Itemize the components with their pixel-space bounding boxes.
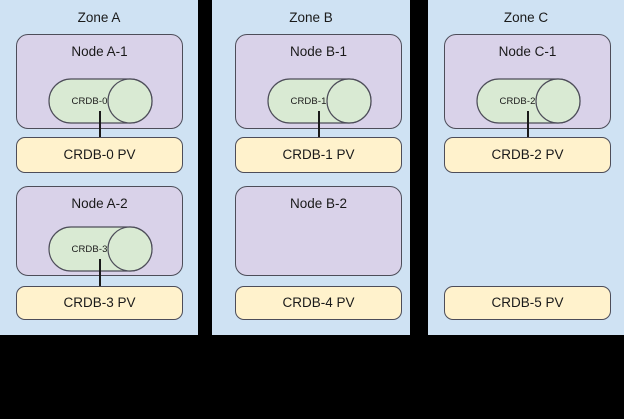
pod-crdb-3[interactable]: CRDB-3 (48, 226, 153, 272)
pod-crdb-2[interactable]: CRDB-2 (476, 78, 581, 124)
node-b-1-label: Node B-1 (289, 44, 348, 59)
pv-crdb-4[interactable]: CRDB-4 PV (235, 286, 402, 320)
zone-a[interactable]: Zone A Node A-1 CRDB-0 CRDB-0 PV Node A-… (0, 0, 198, 335)
node-b-2-label: Node B-2 (289, 196, 348, 211)
zone-c-label: Zone C (503, 10, 549, 25)
connector-a-1 (99, 111, 101, 138)
pv-crdb-3[interactable]: CRDB-3 PV (16, 286, 183, 320)
pv-crdb-2-label: CRDB-2 PV (491, 147, 564, 162)
zone-a-label: Zone A (77, 10, 121, 25)
pod-crdb-1[interactable]: CRDB-1 (267, 78, 372, 124)
pv-crdb-2[interactable]: CRDB-2 PV (444, 137, 611, 173)
connector-b-1 (318, 111, 320, 138)
pv-crdb-4-label: CRDB-4 PV (282, 295, 355, 310)
pv-crdb-3-label: CRDB-3 PV (63, 295, 136, 310)
node-a-2-label: Node A-2 (71, 196, 128, 211)
connector-a-2 (99, 259, 101, 287)
pv-crdb-0-label: CRDB-0 PV (63, 147, 136, 162)
pod-crdb-0[interactable]: CRDB-0 (48, 78, 153, 124)
pod-crdb-2-label: CRDB-2 (499, 95, 536, 107)
pod-crdb-0-label: CRDB-0 (71, 95, 108, 107)
pod-crdb-3-label: CRDB-3 (71, 243, 108, 255)
pv-crdb-0[interactable]: CRDB-0 PV (16, 137, 183, 173)
pv-crdb-1-label: CRDB-1 PV (282, 147, 355, 162)
pv-crdb-5-label: CRDB-5 PV (491, 295, 564, 310)
zone-b[interactable]: Zone B Node B-1 CRDB-1 CRDB-1 PV Node B-… (212, 0, 410, 335)
zone-c[interactable]: Zone C Node C-1 CRDB-2 CRDB-2 PV CRDB-5 … (428, 0, 624, 335)
zone-b-label: Zone B (289, 10, 333, 25)
pod-crdb-1-label: CRDB-1 (290, 95, 327, 107)
node-a-1-label: Node A-1 (71, 44, 128, 59)
pv-crdb-1[interactable]: CRDB-1 PV (235, 137, 402, 173)
pv-crdb-5[interactable]: CRDB-5 PV (444, 286, 611, 320)
connector-c-1 (527, 111, 529, 138)
node-b-1[interactable]: Node B-1 CRDB-1 (235, 34, 402, 129)
node-b-2[interactable]: Node B-2 (235, 186, 402, 276)
node-c-1-label: Node C-1 (498, 44, 557, 59)
